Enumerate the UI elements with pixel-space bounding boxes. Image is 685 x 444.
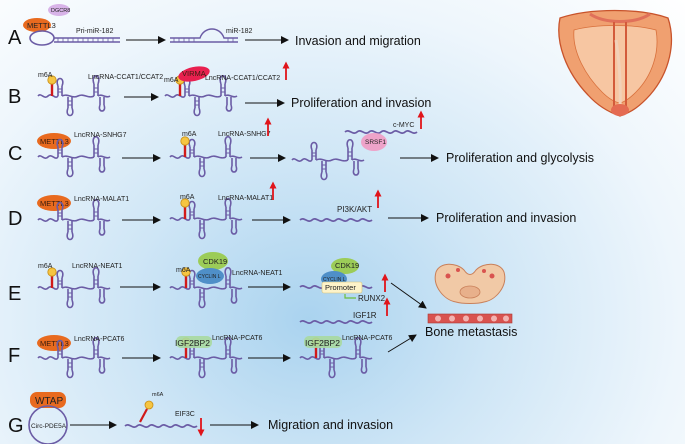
row-f-reader2: IGF2BP2 <box>305 338 340 348</box>
row-e-cyc: CYCLIN L <box>198 274 221 280</box>
row-g-wtap-blob <box>30 392 66 408</box>
row-d-m6a-site <box>179 197 191 221</box>
row-d-mark: m6A <box>180 194 195 201</box>
row-d-enzyme: METTL3 <box>40 199 69 208</box>
row-e-promoter-box <box>321 281 363 294</box>
row-g-outcome: Migration and invasion <box>268 418 393 432</box>
row-b-rna1: LncRNA-CCAT1/CCAT2 <box>88 74 163 81</box>
row-a-partner: DGCR8 <box>51 8 70 14</box>
row-g-eif3c-mrna <box>124 423 198 429</box>
row-c-outcome: Proliferation and glycolysis <box>446 151 594 165</box>
row-e-mark: m6A <box>38 263 53 270</box>
row-g-circ: Circ-PDE5A <box>31 423 67 430</box>
row-g-m6a-dot <box>144 400 154 410</box>
row-f-letter: F <box>8 345 20 367</box>
row-g-letter: G <box>8 415 24 437</box>
row-g-circrna <box>28 405 68 444</box>
row-c-target: c-MYC <box>393 122 414 129</box>
row-e-rna2: LncRNA-NEAT1 <box>232 270 283 277</box>
row-a-enzyme-blob <box>23 18 51 32</box>
row-e-cdk19-blob-2 <box>331 258 359 274</box>
row-e-rna1: LncRNA-NEAT1 <box>72 263 123 270</box>
row-c-partner: SRSF1 <box>365 139 386 146</box>
row-e-mark2: m6A <box>176 267 191 274</box>
row-d-pathway-wave <box>299 217 373 223</box>
row-g-m6a-stalk <box>139 408 148 423</box>
row-b-mark2: m6A <box>164 77 179 84</box>
row-c-m6a-site <box>179 135 191 159</box>
row-e-cdk: CDK19 <box>203 257 227 266</box>
row-f-reader-blob-2 <box>304 336 342 348</box>
row-b-letter: B <box>8 86 21 108</box>
bone-vessel <box>427 313 513 324</box>
row-d-rna1: LncRNA-MALAT1 <box>74 196 129 203</box>
row-b-mark: m6A <box>38 72 53 79</box>
row-a-enzyme: METTL3 <box>27 21 56 30</box>
row-c-rna1: LncRNA-SNHG7 <box>74 132 127 139</box>
row-a-partner-blob <box>48 4 70 16</box>
row-e-promoter-link <box>344 294 356 299</box>
row-f-rna2: LncRNA-PCAT6 <box>212 335 263 342</box>
row-g-mark: m6A <box>152 392 164 398</box>
row-a-hairpin <box>29 30 55 46</box>
row-e-target: RUNX2 <box>358 294 386 303</box>
row-c-srsf1-blob <box>361 133 387 151</box>
row-c-cmyc-mrna <box>344 129 418 135</box>
prostate-illustration <box>558 9 673 117</box>
pelvis-illustration <box>434 263 506 304</box>
row-f-outcome: Bone metastasis <box>425 325 517 339</box>
row-f-target: IGF1R <box>353 311 377 320</box>
row-b-rna2: LncRNA-CCAT1/CCAT2 <box>205 75 280 82</box>
row-e-cdk19-blob-1 <box>198 252 228 270</box>
row-b-outcome: Proliferation and invasion <box>291 96 431 110</box>
row-e-cyc2: CYCLIN L <box>323 277 346 283</box>
row-a-letter: A <box>8 27 22 49</box>
row-e-cyclin-blob-1 <box>196 268 224 284</box>
row-b-virma-blob <box>178 66 210 82</box>
row-e-promoter: Promoter <box>325 283 356 292</box>
row-f-enzyme: METTL3 <box>40 339 69 348</box>
row-e-arrow-to-bone <box>390 282 427 309</box>
row-a-outcome: Invasion and migration <box>295 34 421 48</box>
row-a-mirna <box>170 28 238 43</box>
row-a-rna2: miR-182 <box>226 28 253 35</box>
row-c-mark: m6A <box>182 131 197 138</box>
row-f-igf1r-mrna <box>299 319 373 325</box>
row-d-rna2: LncRNA-MALAT1 <box>218 195 273 202</box>
row-c-lncrna-3 <box>291 138 365 181</box>
row-d-outcome: Proliferation and invasion <box>436 211 576 225</box>
row-d-letter: D <box>8 208 22 230</box>
row-b-enzyme: VIRMA <box>182 69 206 78</box>
row-d-target: PI3K/AKT <box>337 205 372 214</box>
row-c-letter: C <box>8 143 22 165</box>
row-g-target: EIF3C <box>175 411 195 418</box>
row-f-rna1: LncRNA-PCAT6 <box>74 336 125 343</box>
row-f-arrow-to-bone <box>387 334 417 353</box>
row-e-letter: E <box>8 283 21 305</box>
row-e-m6a-site-1 <box>46 266 58 290</box>
row-g-enzyme: WTAP <box>35 396 63 407</box>
row-a-rna1: Pri-miR-182 <box>76 28 113 35</box>
row-f-reader: IGF2BP2 <box>175 338 210 348</box>
row-a-pri-strand <box>54 37 120 43</box>
row-c-enzyme: METTL3 <box>40 137 69 146</box>
row-f-reader-blob-1 <box>176 336 212 348</box>
row-f-rna3: LncRNA-PCAT6 <box>342 335 393 342</box>
row-c-rna2: LncRNA-SNHG7 <box>218 131 271 138</box>
row-e-cdk2: CDK19 <box>335 261 359 270</box>
